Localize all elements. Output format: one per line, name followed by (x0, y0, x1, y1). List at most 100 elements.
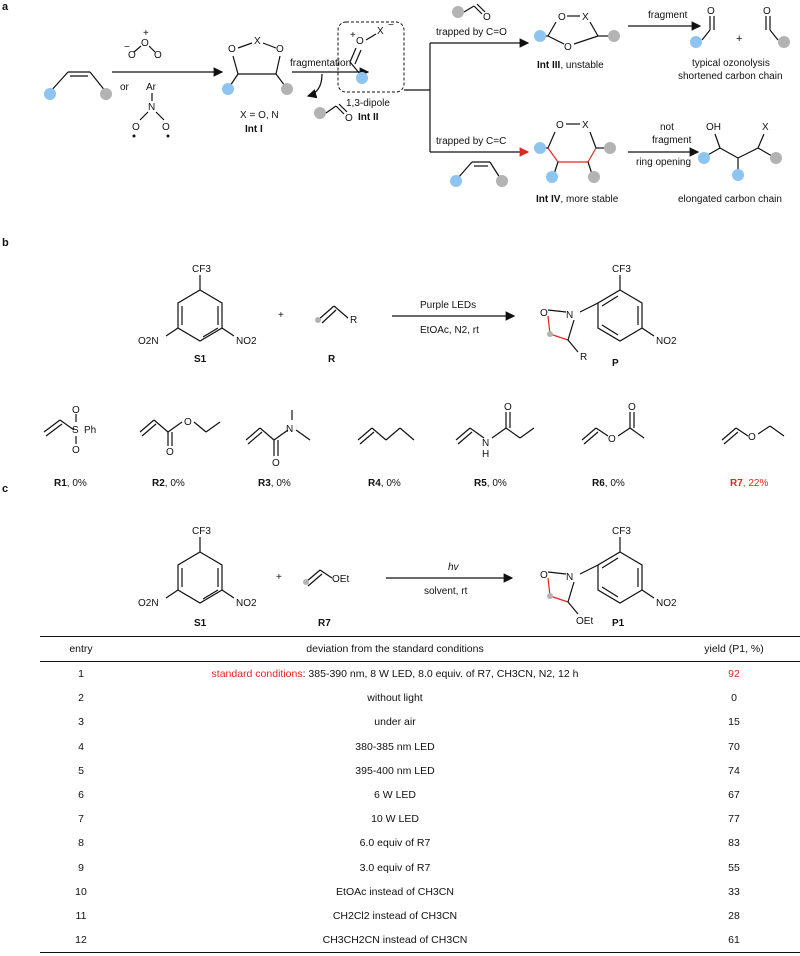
yield-cell: 74 (728, 764, 740, 777)
svg-text:S: S (72, 425, 79, 436)
p-r-label: R (580, 352, 587, 363)
entry-cell: 9 (78, 861, 84, 874)
substrate-r5: N H O (455, 402, 535, 460)
svg-text:X: X (377, 26, 384, 37)
table-row: 8 6.0 equiv of R7 83 (40, 831, 800, 855)
panel-label-c: c (2, 483, 8, 495)
table-header-row: entry deviation from the standard condit… (40, 636, 800, 662)
r-caption: R (328, 354, 336, 365)
fragment-label: fragment (648, 10, 688, 21)
svg-text:X: X (582, 12, 589, 23)
table-row: 9 3.0 equiv of R7 55 (40, 856, 800, 880)
oet-reagent: OEt (332, 574, 349, 585)
int-i-x-label: X = O, N (240, 110, 279, 121)
trapped-co-label: trapped by C=O (436, 27, 507, 38)
substrate-r4 (357, 427, 415, 445)
table-row: 2 without light 0 (40, 686, 800, 710)
svg-text:O: O (345, 113, 353, 124)
alkene-trap-reagent (450, 161, 508, 187)
table-row: 3 under air 15 (40, 710, 800, 734)
deviation-cell: EtOAc instead of CH3CN (336, 885, 454, 898)
aldehyde-byproduct: O (314, 103, 353, 124)
entry-cell: 4 (78, 740, 84, 753)
p-atom-n: N (566, 310, 573, 321)
deviation-cell: 10 W LED (371, 813, 419, 826)
s1-structure-b (165, 275, 235, 342)
svg-text:Ph: Ph (84, 425, 96, 436)
int-i-name: Int I (245, 124, 263, 135)
table-row: 1 standard conditions: 385-390 nm, 8 W L… (40, 662, 800, 687)
deviation-cell: 395-400 nm LED (355, 764, 435, 777)
r4-label: R4, 0% (368, 478, 401, 489)
int-iii-structure: O X O (534, 12, 620, 53)
s1-label-c: S1 (194, 618, 207, 629)
deviation-cell: 6.0 equiv of R7 (359, 837, 431, 850)
no2-label-p: NO2 (656, 336, 677, 347)
plus-c: + (276, 572, 282, 583)
cf3-label-p1: CF3 (612, 526, 631, 537)
r6-label: R6, 0% (592, 478, 625, 489)
fragmentation-label: fragmentation (290, 58, 351, 69)
nitroarene-reagent: or Ar N O O (120, 82, 170, 138)
int-i-structure: O X O (222, 36, 293, 95)
svg-text:O: O (141, 38, 149, 49)
substrate-r2: O O (139, 417, 221, 458)
svg-text:X: X (254, 36, 261, 47)
svg-text:+: + (350, 30, 356, 41)
entry-cell: 2 (78, 692, 84, 705)
svg-text:O: O (356, 36, 364, 47)
o2n-label-c: O2N (138, 598, 159, 609)
col-deviation: deviation from the standard conditions (122, 636, 668, 662)
yield-cell: 83 (728, 837, 740, 850)
entry-cell: 11 (75, 909, 87, 922)
yield-cell: 92 (728, 668, 740, 681)
entry-cell: 6 (78, 789, 84, 802)
product-p-structure (547, 275, 655, 353)
product-p1-structure (547, 537, 655, 615)
dipole-label: 1,3-dipole (346, 98, 390, 109)
svg-text:O: O (504, 402, 512, 413)
int-iii-caption: Int III, unstable (537, 60, 604, 71)
substrate-r3: O N (245, 410, 311, 469)
svg-text:O: O (483, 12, 491, 23)
blue-atom (44, 88, 56, 100)
table-row: 4 380-385 nm LED 70 (40, 735, 800, 759)
ozonolysis-line-2: shortened carbon chain (678, 71, 783, 82)
r1-label: R1, 0% (54, 478, 87, 489)
curved-arrow-aldehyde-loss (306, 73, 323, 99)
cf3-label-p: CF3 (612, 264, 631, 275)
deviation-cell: CH3CH2CN instead of CH3CN (122, 928, 668, 954)
table-row: 6 6 W LED 67 (40, 783, 800, 807)
plus-b: + (278, 310, 284, 321)
table-row: 7 10 W LED 77 (40, 807, 800, 831)
table-row: 11 CH2Cl2 instead of CH3CN 28 (40, 904, 800, 928)
int-iv-caption: Int IV, more stable (536, 194, 619, 205)
conditions-top-c: hv (448, 562, 460, 573)
svg-text:−: − (124, 42, 130, 53)
substrate-r7: O (721, 425, 785, 445)
svg-text:O: O (707, 6, 715, 17)
entry-cell: 10 (75, 885, 87, 898)
elongated-product: OH X (698, 122, 782, 181)
svg-text:O: O (132, 122, 140, 133)
r7-label-c: R7 (318, 618, 331, 629)
svg-text:X: X (762, 122, 769, 133)
yield-cell: 70 (728, 740, 740, 753)
r5-label: R5, 0% (474, 478, 507, 489)
p-atom-o: O (540, 308, 548, 319)
svg-text:H: H (482, 449, 489, 460)
svg-text:O: O (556, 120, 564, 131)
svg-text:N: N (148, 102, 155, 113)
vinyl-ether-r7 (303, 569, 333, 587)
yield-cell: 0 (731, 692, 737, 705)
svg-text:−: − (388, 20, 394, 31)
svg-text:O: O (154, 50, 162, 61)
svg-text:N: N (286, 424, 293, 435)
r2-label: R2, 0% (152, 478, 185, 489)
svg-text:+: + (143, 28, 149, 39)
entry-cell: 5 (78, 764, 84, 777)
svg-text:O: O (276, 44, 284, 55)
svg-text:O: O (72, 405, 80, 416)
entry-cell: 3 (78, 716, 84, 729)
svg-text:O: O (608, 434, 616, 445)
